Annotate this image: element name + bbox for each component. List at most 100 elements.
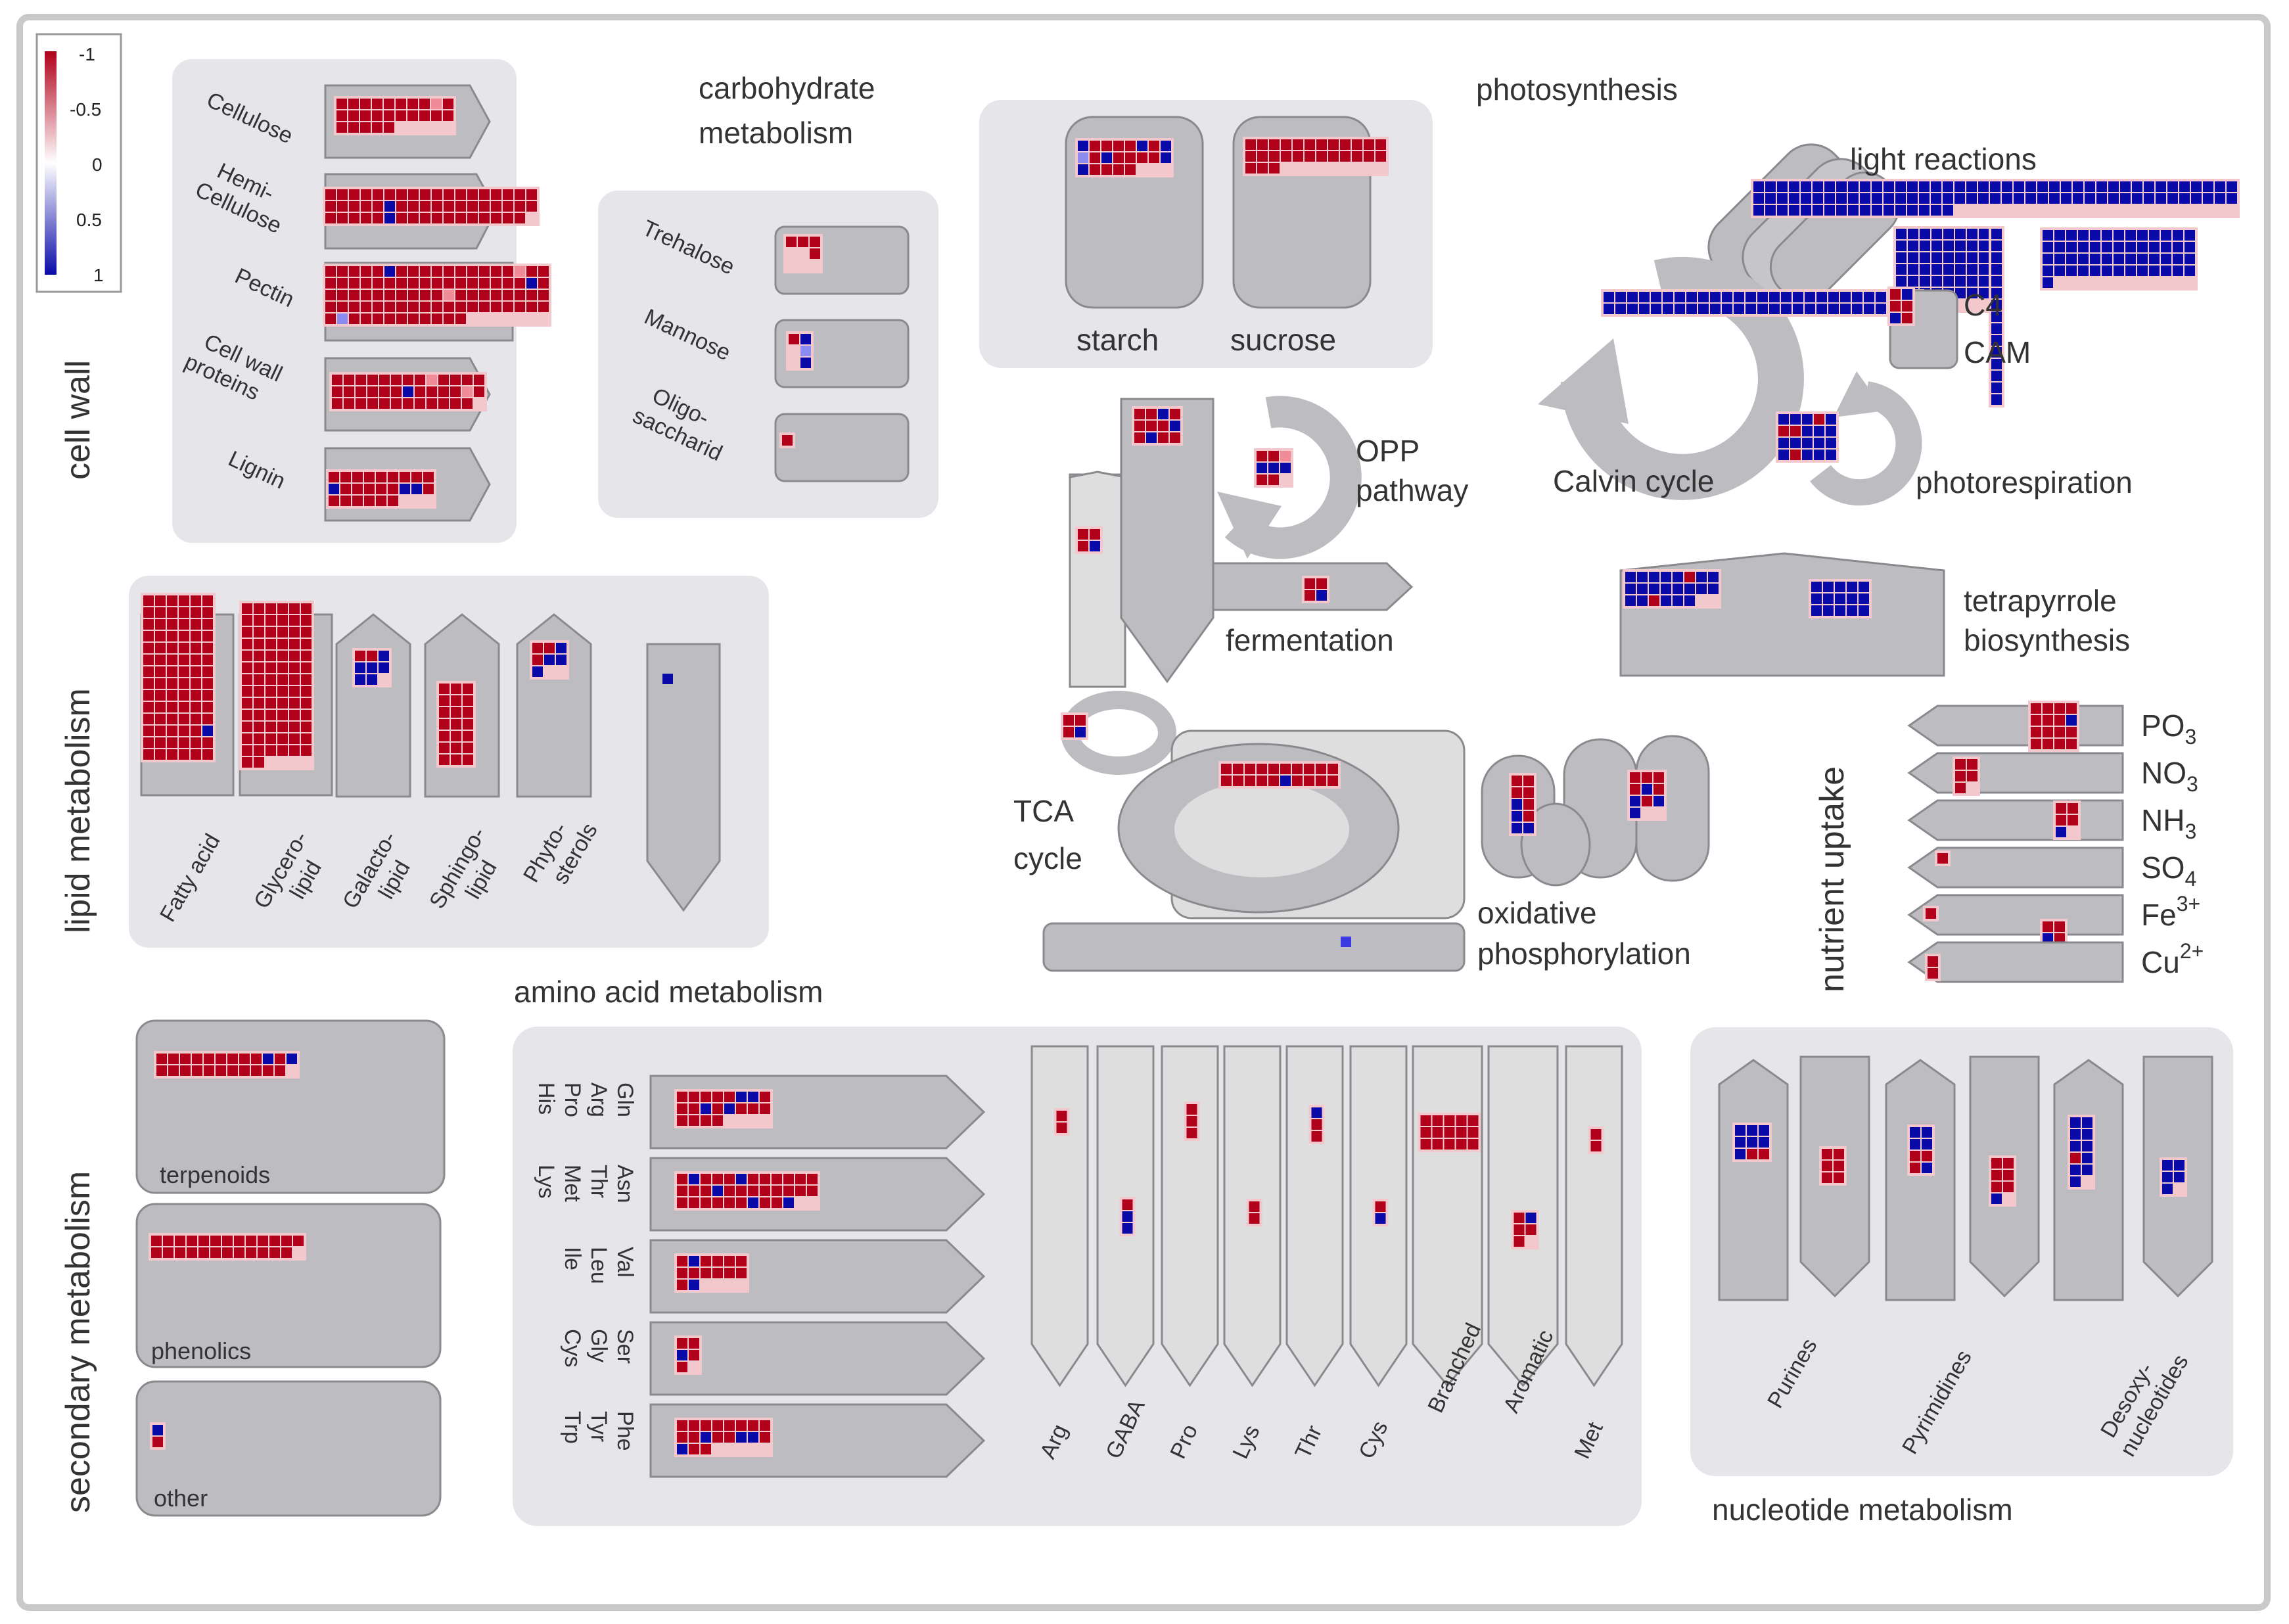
cell (760, 1103, 770, 1114)
cell (1328, 139, 1339, 150)
cell (1245, 764, 1255, 774)
cell (795, 1174, 806, 1184)
cell (2125, 230, 2136, 241)
opp-arrowhead (1217, 492, 1282, 559)
cell (712, 1115, 723, 1126)
cell (1257, 764, 1267, 774)
cell (1967, 276, 1977, 287)
cell (783, 1186, 794, 1196)
cell (289, 615, 300, 626)
amino-groups: GlnArgProHisAsnThrMetLysValLeuIleSerGlyC… (534, 1075, 986, 1478)
cell (1781, 304, 1792, 314)
cell (689, 1268, 699, 1278)
cell (1931, 252, 1942, 263)
cell (2014, 193, 2024, 204)
cell (1926, 908, 1936, 919)
cell (1991, 1170, 2002, 1180)
cell (432, 313, 442, 324)
tca-label-1: TCA (1013, 794, 1074, 828)
cell (701, 1256, 711, 1266)
cell (491, 302, 501, 312)
cell (1281, 139, 1291, 150)
cell (1245, 151, 1256, 162)
cell (192, 1054, 202, 1064)
cell (1765, 193, 1776, 204)
cell (1512, 811, 1522, 822)
cell (242, 639, 252, 649)
cell (202, 737, 213, 748)
cell (239, 1054, 250, 1064)
cell (724, 1197, 735, 1208)
cell (1828, 304, 1839, 314)
cell (287, 1054, 297, 1064)
nutrient-cells (2028, 701, 2079, 752)
cell (337, 302, 348, 312)
cell (1991, 252, 2002, 263)
cell (1836, 181, 1847, 192)
cell (175, 1236, 185, 1246)
cell (1824, 181, 1835, 192)
amino-column-cells (1053, 1108, 1070, 1136)
cell (2056, 803, 2066, 814)
cell (1615, 304, 1626, 314)
cell (1836, 193, 1847, 204)
cell (403, 386, 413, 397)
terpenoids-label: terpenoids (160, 1161, 270, 1188)
cell (1753, 205, 1764, 216)
cell (1637, 584, 1648, 594)
cell (2162, 1160, 2173, 1171)
cell (1305, 590, 1315, 601)
cell (772, 1186, 782, 1196)
cell (191, 737, 201, 748)
cell (1651, 292, 1661, 302)
cell (689, 1186, 699, 1196)
cell (187, 1247, 197, 1258)
cell (800, 334, 811, 344)
cell (438, 398, 449, 409)
amino-group-label: Ser (613, 1329, 637, 1364)
cell (455, 302, 466, 312)
cell (724, 1092, 735, 1102)
cell (337, 266, 348, 277)
cell (1708, 584, 1719, 594)
cell (325, 189, 336, 200)
cell (538, 266, 549, 277)
cell (301, 745, 312, 756)
cell (1649, 584, 1659, 594)
cell (2179, 181, 2190, 192)
photoresp-ring (1810, 381, 1922, 506)
cell (1352, 151, 1362, 162)
cell (526, 278, 537, 289)
cell (444, 213, 454, 223)
cell-grid-halo (141, 593, 216, 762)
cell (2114, 230, 2124, 241)
cell (373, 302, 383, 312)
cell (191, 690, 201, 701)
amino-column (1030, 1045, 1089, 1387)
cell (431, 99, 442, 109)
cell (544, 643, 555, 653)
cell (2215, 193, 2225, 204)
cell (348, 99, 359, 109)
cell (242, 722, 252, 732)
nucleotide-cells (1819, 1146, 1847, 1186)
cell (503, 213, 513, 223)
amino-group-label: Gln (613, 1082, 637, 1117)
cell (352, 472, 363, 482)
cell (1673, 595, 1683, 606)
oxphos-label-1: oxidative (1477, 896, 1597, 930)
cell (1161, 152, 1171, 163)
nutrient-cells (1925, 954, 1941, 981)
cell (1734, 304, 1744, 314)
cell (677, 1280, 687, 1290)
cell (1890, 289, 1901, 300)
cell (179, 737, 189, 748)
central-metabolism-section: OPP pathway fermentation TCA cycle oxida… (1013, 396, 1710, 972)
cell (337, 313, 348, 324)
cell (1078, 541, 1088, 551)
cell (254, 674, 264, 685)
cell (242, 733, 252, 744)
cell (467, 189, 478, 200)
cell (1375, 1201, 1386, 1212)
